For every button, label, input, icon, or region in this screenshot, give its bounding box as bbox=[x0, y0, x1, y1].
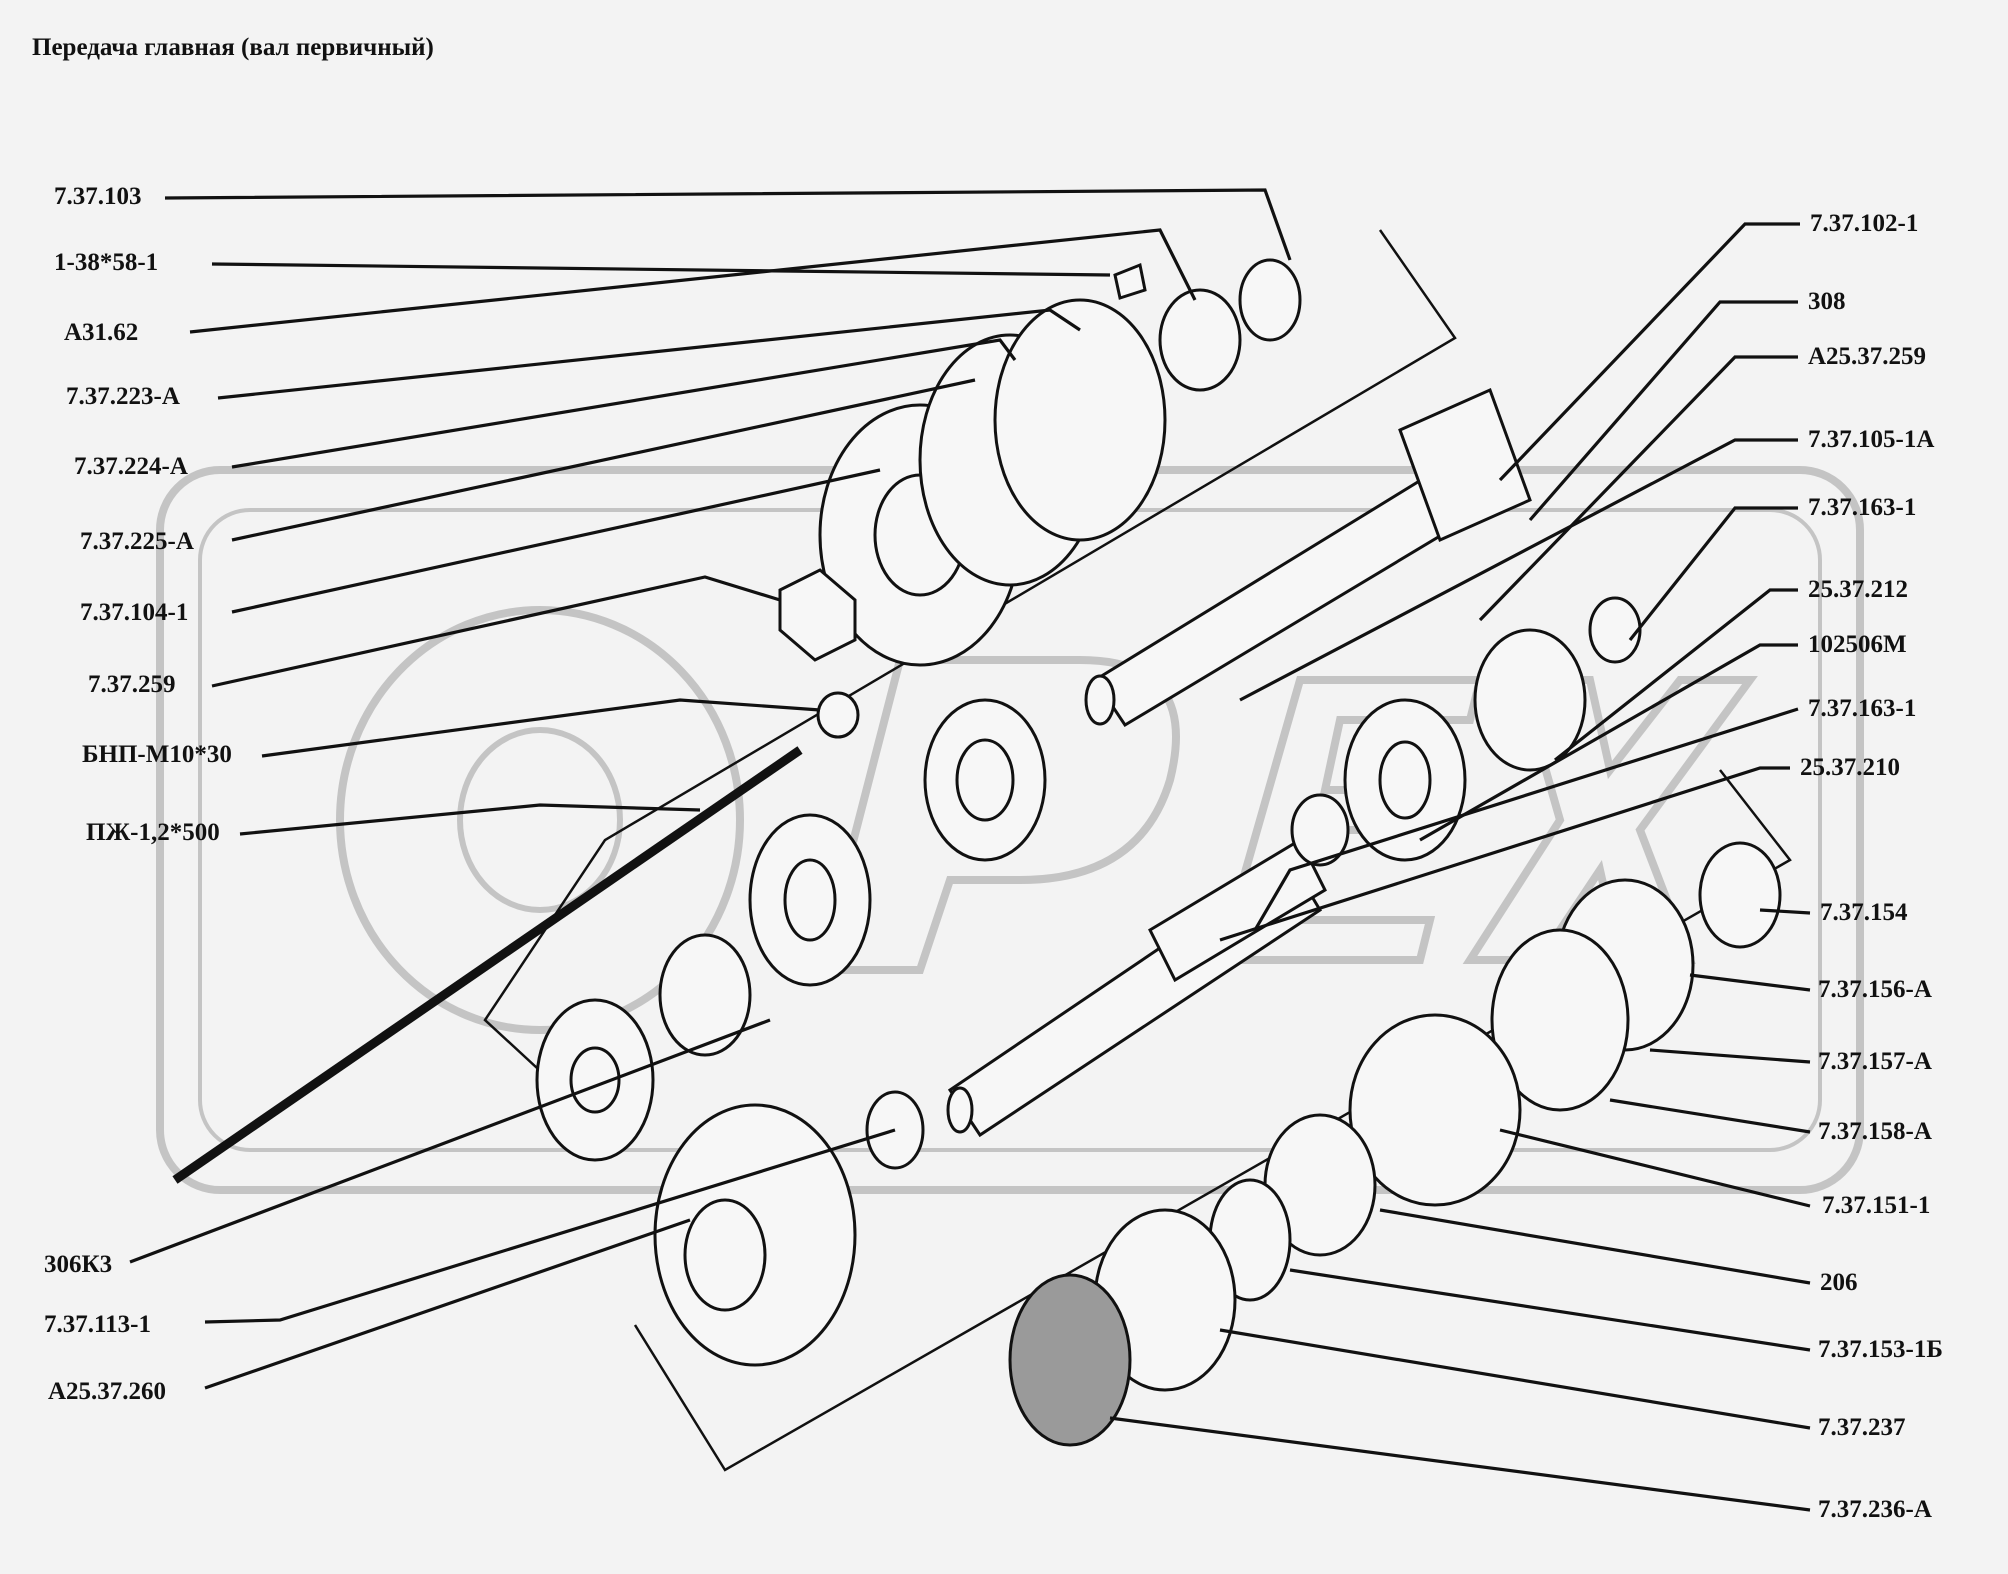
differential-housing bbox=[818, 258, 1302, 667]
callout-left-4: 7.37.223-А bbox=[66, 383, 180, 410]
frame-upper bbox=[483, 229, 1457, 1081]
callout-right-7: 102506М bbox=[1808, 631, 1907, 658]
large-gear bbox=[653, 1103, 857, 1367]
callout-right-5: 7.37.163-1 bbox=[1808, 494, 1917, 521]
pin-part bbox=[172, 746, 803, 1184]
callout-right-4: 7.37.105-1А bbox=[1808, 426, 1935, 453]
callout-left-9: БНП-М10*30 bbox=[82, 741, 232, 768]
callout-left-6: 7.37.225-А bbox=[80, 528, 194, 555]
callout-right-14: 7.37.151-1 bbox=[1822, 1192, 1931, 1219]
output-shaft bbox=[946, 837, 1327, 1138]
callout-right-10: 7.37.154 bbox=[1820, 899, 1908, 926]
callout-right-8: 7.37.163-1 bbox=[1808, 695, 1917, 722]
callout-right-6: 25.37.212 bbox=[1808, 576, 1908, 603]
callout-right-2: 308 bbox=[1808, 288, 1846, 315]
callout-right-17: 7.37.237 bbox=[1818, 1414, 1906, 1441]
callout-left-5: 7.37.224-А bbox=[74, 453, 188, 480]
frame-lower bbox=[633, 769, 1792, 1472]
leader-lines bbox=[129, 188, 1811, 1512]
callout-right-18: 7.37.236-А bbox=[1818, 1496, 1932, 1523]
fasteners bbox=[778, 262, 1147, 739]
callout-left-11: 306К3 bbox=[44, 1251, 113, 1278]
callout-right-16: 7.37.153-1Б bbox=[1818, 1336, 1943, 1363]
callout-right-12: 7.37.157-А bbox=[1818, 1048, 1932, 1075]
callout-left-10: ПЖ-1,2*500 bbox=[86, 819, 220, 846]
callout-right-9: 25.37.210 bbox=[1800, 754, 1900, 781]
callout-right-3: А25.37.259 bbox=[1808, 343, 1927, 370]
callout-left-8: 7.37.259 bbox=[88, 671, 176, 698]
callout-left-12: 7.37.113-1 bbox=[44, 1311, 151, 1338]
callout-left-7: 7.37.104-1 bbox=[80, 599, 189, 626]
upper-bearings bbox=[535, 698, 1047, 1162]
input-shaft bbox=[1084, 387, 1532, 728]
lower-bearing-stack bbox=[1008, 841, 1782, 1447]
callout-left-1: 7.37.103 bbox=[54, 183, 142, 210]
callout-left-2: 1-38*58-1 bbox=[54, 249, 159, 276]
callout-right-11: 7.37.156-А bbox=[1818, 976, 1932, 1003]
callout-right-1: 7.37.102-1 bbox=[1810, 210, 1919, 237]
callout-left-3: А31.62 bbox=[64, 319, 139, 346]
callout-right-15: 206 bbox=[1820, 1269, 1858, 1296]
middle-gears bbox=[865, 596, 1642, 1170]
callout-right-13: 7.37.158-А bbox=[1818, 1118, 1932, 1145]
page-title: Передача главная (вал первичный) bbox=[32, 34, 434, 61]
callout-left-13: А25.37.260 bbox=[48, 1378, 167, 1405]
